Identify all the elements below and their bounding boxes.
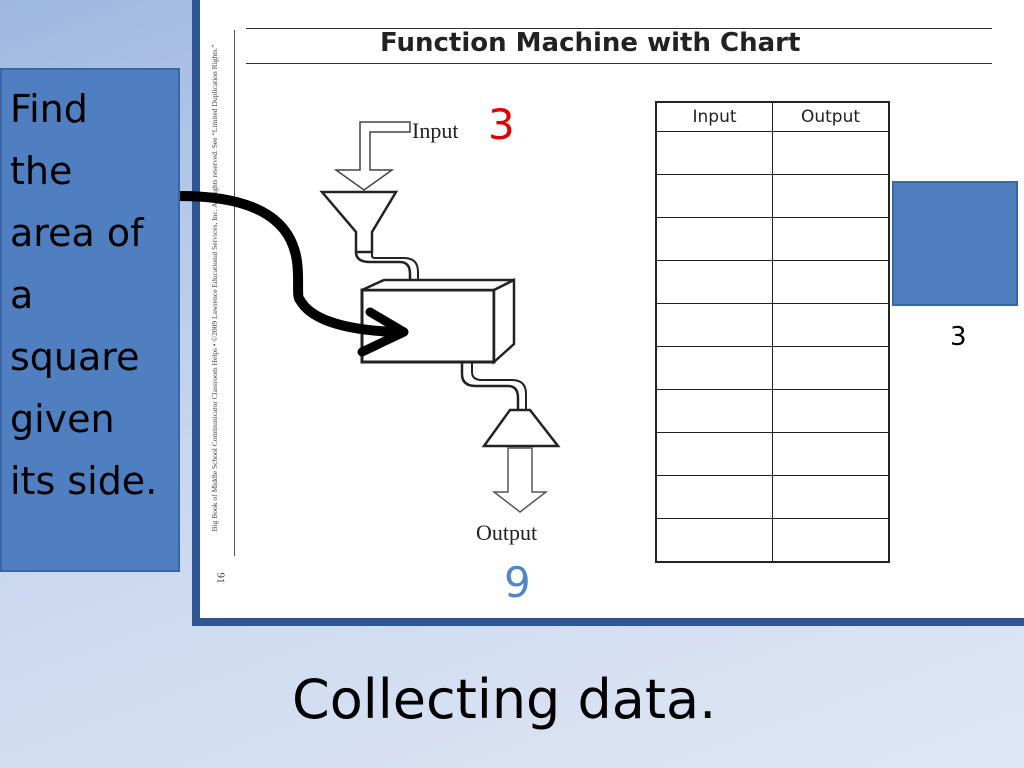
table-row xyxy=(655,518,890,563)
table-row xyxy=(655,131,890,175)
table-cell-input[interactable] xyxy=(655,475,773,519)
table-cell-input[interactable] xyxy=(655,131,773,175)
prompt-text: Find the area of a square given its side… xyxy=(10,78,178,512)
table-row xyxy=(655,217,890,261)
prompt-line: its side. xyxy=(10,459,158,503)
copyright-credit: Big Book of Middle School Communicator C… xyxy=(210,44,219,532)
table-row xyxy=(655,346,890,390)
margin-rule xyxy=(234,30,235,556)
table-cell-input[interactable] xyxy=(655,217,773,261)
square-shape xyxy=(892,181,1018,306)
page-number: 91 xyxy=(214,572,227,584)
table-cell-input[interactable] xyxy=(655,346,773,390)
output-value: 9 xyxy=(504,558,531,607)
table-row xyxy=(655,260,890,304)
square-side-label: 3 xyxy=(950,322,967,352)
prompt-line: a xyxy=(10,273,34,317)
table-cell-output[interactable] xyxy=(772,432,890,476)
prompt-line: given xyxy=(10,397,115,441)
input-output-table: Input Output xyxy=(655,101,890,563)
slide-caption: Collecting data. xyxy=(292,668,717,731)
machine-output-label: Output xyxy=(476,520,538,545)
table-row xyxy=(655,174,890,218)
table-row xyxy=(655,389,890,433)
table-cell-input[interactable] xyxy=(655,260,773,304)
table-cell-output[interactable] xyxy=(772,174,890,218)
table-row xyxy=(655,432,890,476)
worksheet-title: Function Machine with Chart xyxy=(380,28,801,58)
title-rule-bottom xyxy=(246,63,992,64)
input-value: 3 xyxy=(488,100,515,149)
table-cell-input[interactable] xyxy=(655,389,773,433)
prompt-line: the xyxy=(10,149,73,193)
table-cell-input[interactable] xyxy=(655,432,773,476)
prompt-line: square xyxy=(10,335,140,379)
table-cell-input[interactable] xyxy=(655,303,773,347)
table-header-row: Input Output xyxy=(655,101,890,132)
table-cell-output[interactable] xyxy=(772,475,890,519)
table-cell-output[interactable] xyxy=(772,217,890,261)
table-cell-input[interactable] xyxy=(655,518,773,563)
table-row xyxy=(655,303,890,347)
prompt-line: area of xyxy=(10,211,144,255)
table-cell-output[interactable] xyxy=(772,518,890,563)
machine-input-label: Input xyxy=(412,118,459,143)
table-cell-input[interactable] xyxy=(655,174,773,218)
table-header-output: Output xyxy=(772,101,890,132)
table-header-input: Input xyxy=(655,101,773,132)
table-cell-output[interactable] xyxy=(772,389,890,433)
prompt-line: Find xyxy=(10,87,88,131)
table-cell-output[interactable] xyxy=(772,303,890,347)
title-rule-top xyxy=(246,28,992,29)
worksheet-frame xyxy=(192,0,1024,626)
table-cell-output[interactable] xyxy=(772,131,890,175)
prompt-box xyxy=(0,68,180,572)
table-row xyxy=(655,475,890,519)
table-cell-output[interactable] xyxy=(772,260,890,304)
table-cell-output[interactable] xyxy=(772,346,890,390)
